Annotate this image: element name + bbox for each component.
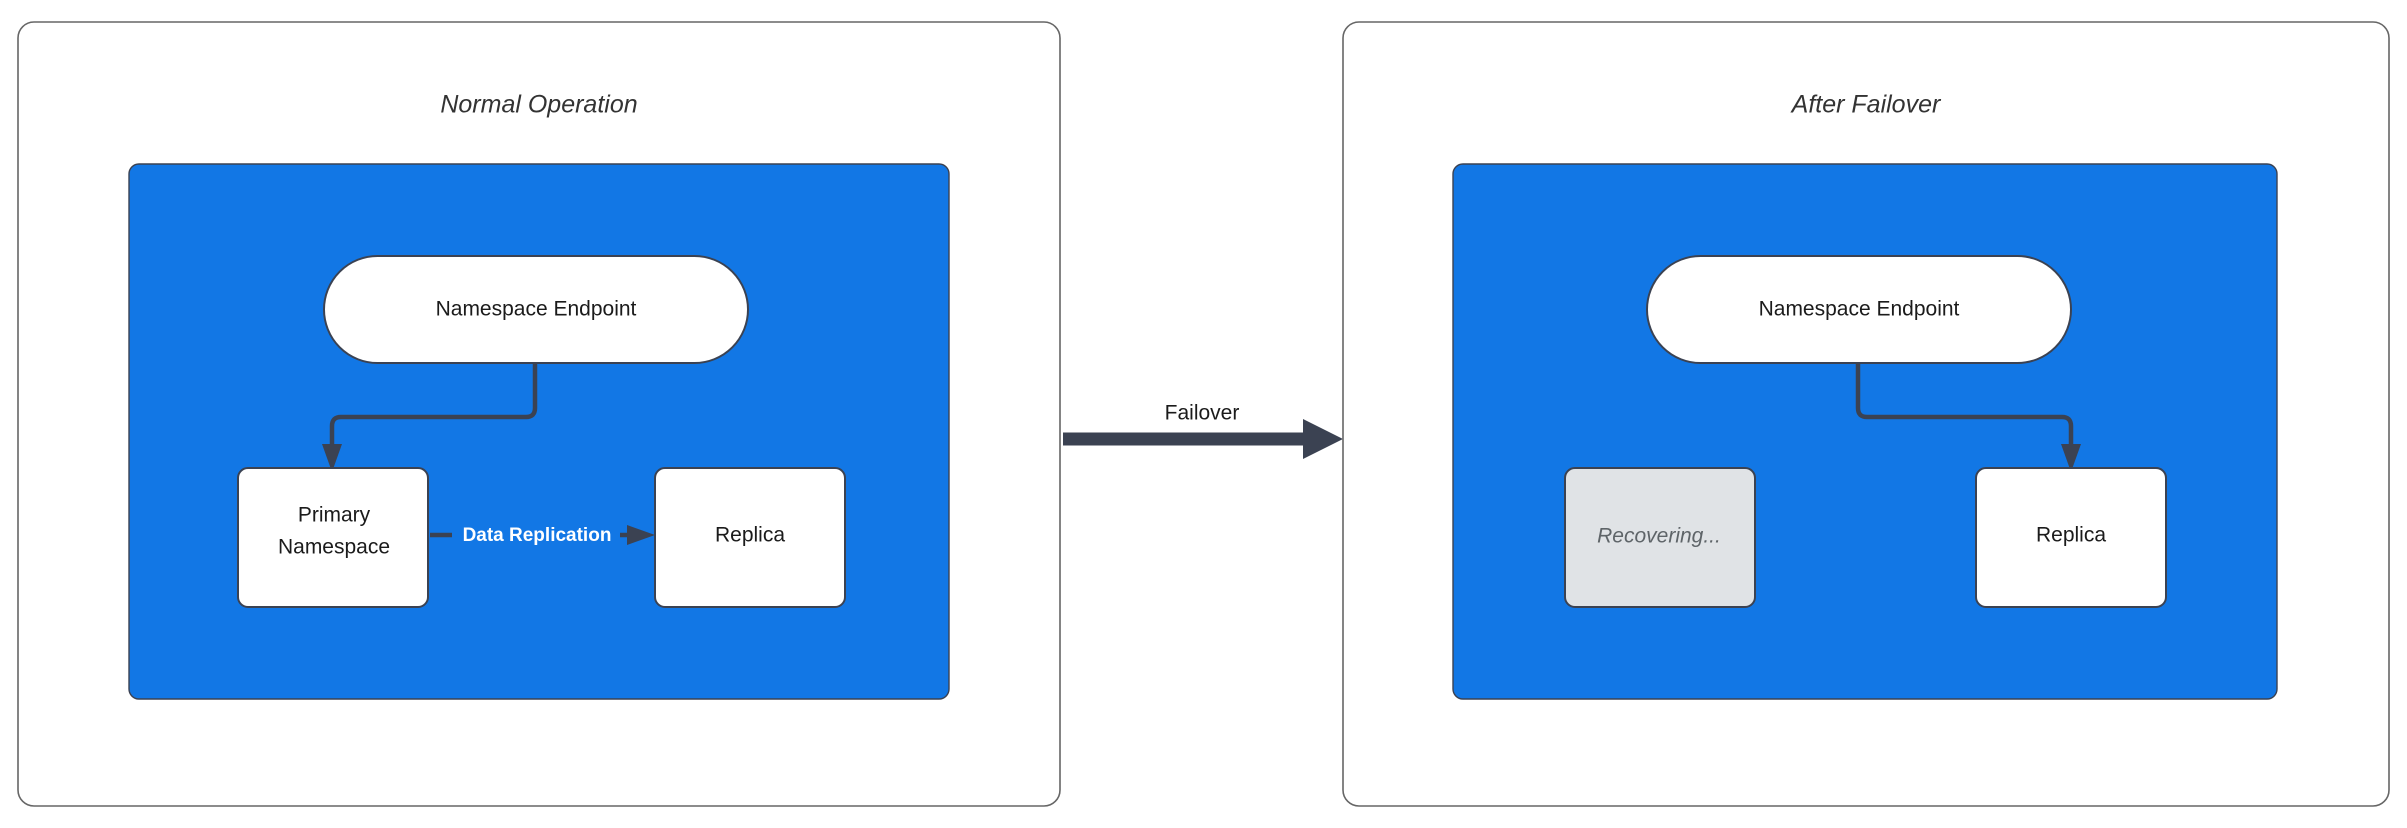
node-shape-replica-right[interactable] (1975, 467, 2167, 608)
node-shape-replica-left[interactable] (654, 467, 846, 608)
transition-failover: Failover (1063, 402, 1343, 459)
panel-normal-operation: Normal Operation Namespace Endpoint Prim… (17, 21, 1061, 807)
arrowhead-primary-to-replica (627, 525, 655, 545)
edge-endpoint-to-replica (1855, 363, 2081, 472)
node-replica-right[interactable]: Replica (1975, 467, 2167, 608)
node-shape-endpoint-right[interactable] (1646, 255, 2072, 364)
transition-label-failover: Failover (1165, 402, 1240, 425)
edge-primary-to-replica: Data Replication (430, 525, 655, 546)
node-label-primary-namespace-line1: Primary (298, 504, 371, 527)
edge-label-data-replication: Data Replication (463, 525, 612, 546)
node-shape-primary-namespace[interactable] (237, 467, 429, 608)
zone-box-normal-operation (128, 163, 950, 700)
node-shape-recovering[interactable] (1564, 467, 1756, 608)
node-label-endpoint-left: Namespace Endpoint (436, 298, 637, 321)
panel-after-failover: After Failover Namespace Endpoint Recove… (1342, 21, 2390, 807)
zone-box-after-failover (1452, 163, 2278, 700)
node-endpoint-right[interactable]: Namespace Endpoint (1646, 255, 2072, 364)
panel-title-after-failover: After Failover (1790, 91, 1942, 119)
node-label-recovering: Recovering... (1597, 525, 1721, 548)
node-endpoint-left[interactable]: Namespace Endpoint (323, 255, 749, 364)
node-replica-left[interactable]: Replica (654, 467, 846, 608)
node-label-endpoint-right: Namespace Endpoint (1759, 298, 1960, 321)
edge-path-endpoint-to-replica (1855, 363, 2074, 447)
node-primary-namespace[interactable]: Primary Namespace (237, 467, 429, 608)
arrowhead-endpoint-to-primary (322, 444, 342, 472)
node-label-replica-right: Replica (2036, 524, 2106, 547)
panel-title-normal-operation: Normal Operation (440, 91, 637, 119)
arrowhead-endpoint-to-replica (2061, 444, 2081, 472)
node-recovering[interactable]: Recovering... (1564, 467, 1756, 608)
node-shape-endpoint-left[interactable] (323, 255, 749, 364)
edge-endpoint-to-primary (322, 363, 538, 472)
edge-path-endpoint-to-primary (329, 363, 538, 447)
node-label-replica-left: Replica (715, 524, 785, 547)
node-label-primary-namespace-line2: Namespace (278, 536, 390, 559)
transition-arrowhead (1303, 419, 1343, 459)
